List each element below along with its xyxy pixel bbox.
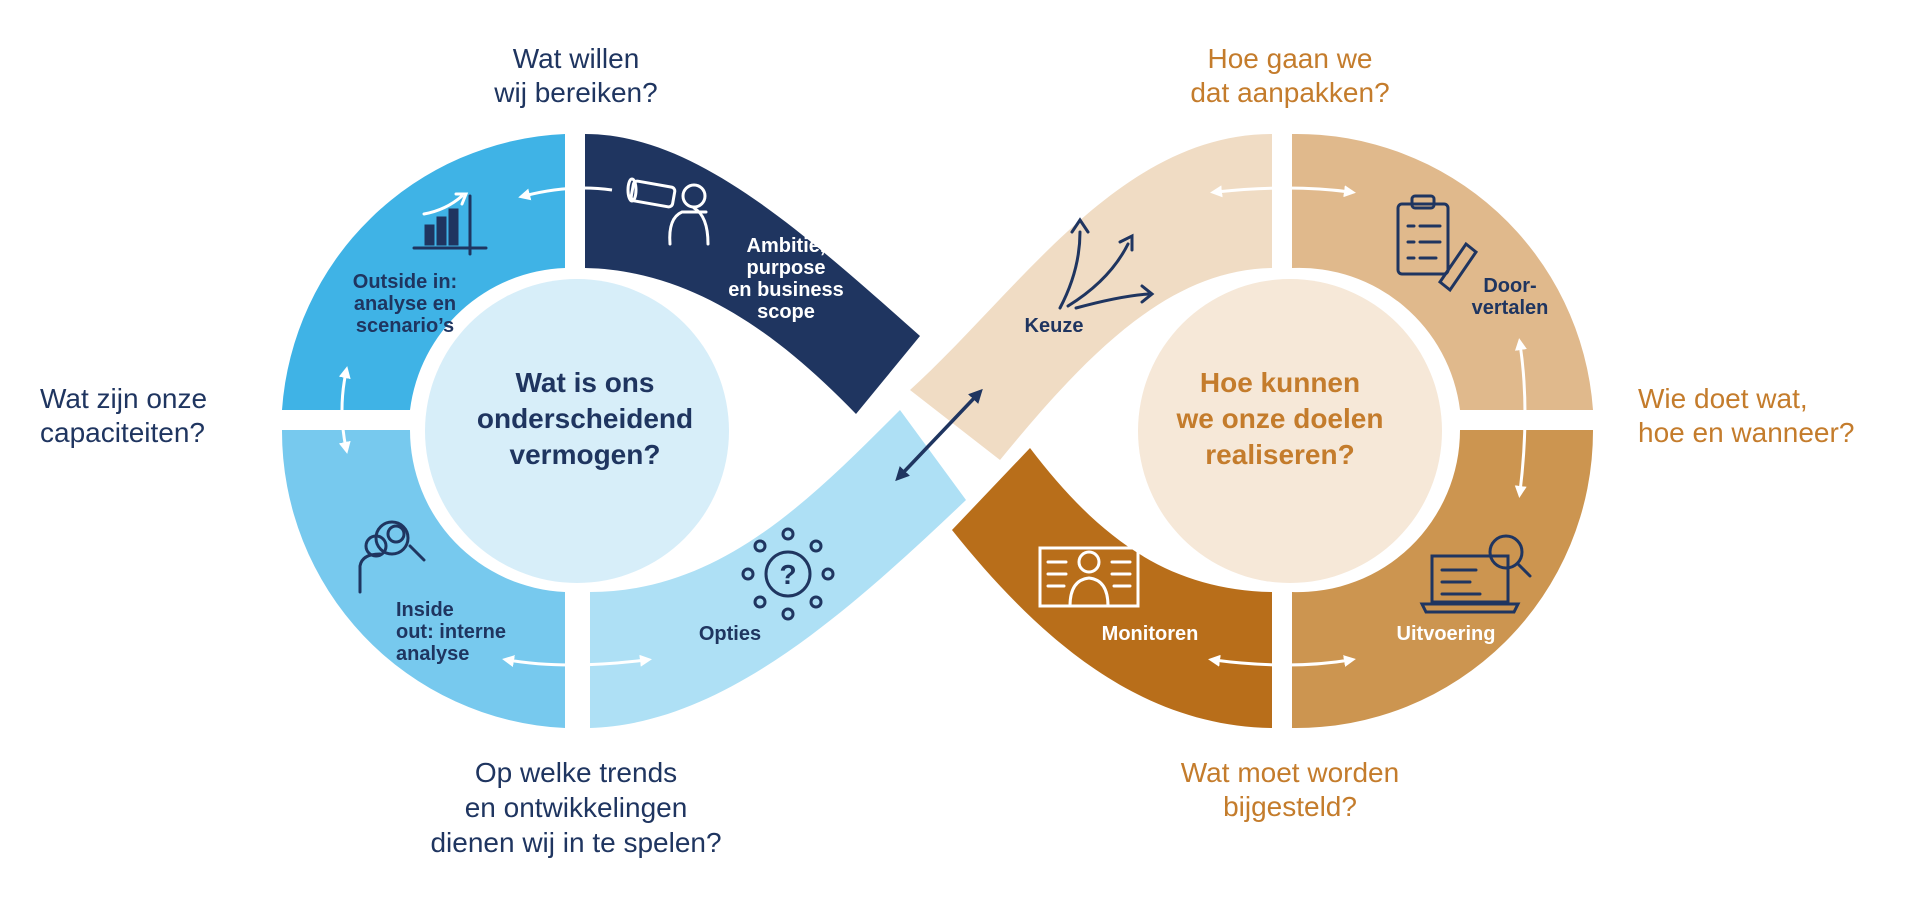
left-center-circle: [425, 279, 729, 583]
segment-ambitie[interactable]: [585, 134, 920, 414]
crossing-double-arrow: [895, 388, 983, 482]
svg-text:?: ?: [779, 559, 796, 590]
telescope-icon: [626, 177, 710, 246]
segment-label-opties: Opties: [699, 623, 761, 645]
monitor-person-icon: [1038, 546, 1140, 608]
segment-label-uitvoering: Uitvoering: [1397, 623, 1496, 645]
segment-label-monitoren: Monitoren: [1102, 623, 1199, 645]
question-right: Wie doet wat,hoe en wanneer?: [1638, 383, 1854, 448]
segment-label-keuze: Keuze: [1025, 315, 1084, 337]
branching-arrows-icon: [1058, 217, 1155, 310]
clipboard-pen-icon: [1396, 194, 1479, 293]
laptop-search-icon: [1419, 534, 1532, 614]
segment-uitvoering[interactable]: [1292, 430, 1594, 729]
segment-monitoren[interactable]: [952, 448, 1272, 728]
growth-chart-icon: [412, 192, 488, 256]
segment-outside-in[interactable]: [282, 134, 565, 410]
right-center-circle: [1138, 279, 1442, 583]
segment-keuze[interactable]: [910, 134, 1272, 460]
segment-label-doorvertalen: Door-vertalen: [1472, 275, 1549, 319]
segment-opties[interactable]: [590, 410, 966, 728]
segment-inside-out[interactable]: [281, 430, 565, 728]
cycle-arrows: [338, 185, 1527, 667]
question-network-icon: ?: [741, 527, 835, 621]
person-magnifier-icon: [358, 520, 426, 594]
